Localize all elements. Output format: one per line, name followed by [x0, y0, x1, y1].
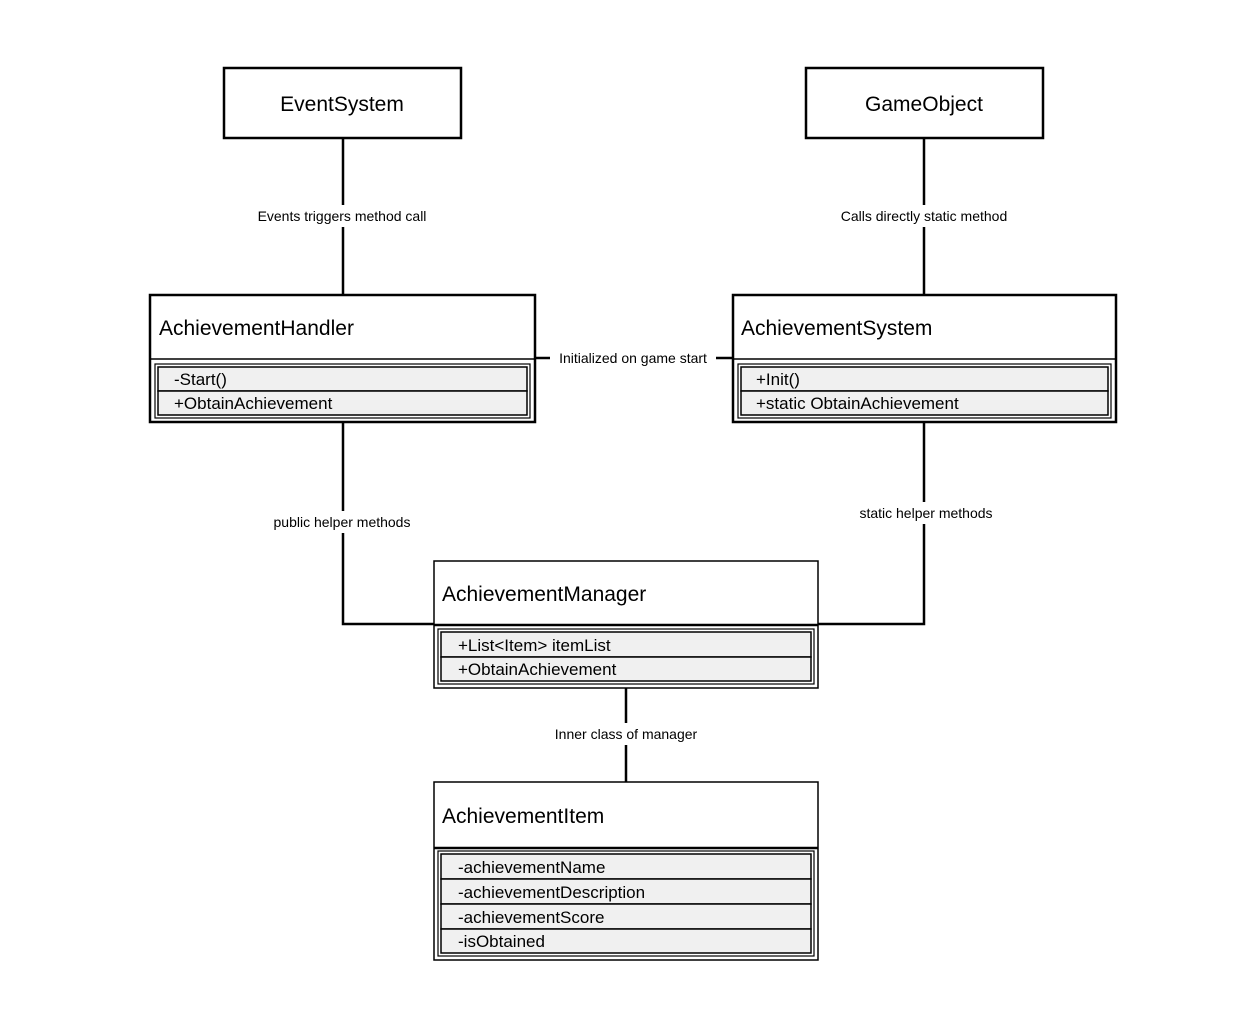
member-text: -Start()	[174, 370, 227, 389]
member-row	[440, 903, 812, 930]
member-text: -achievementName	[458, 858, 605, 877]
class-title: AchievementManager	[442, 583, 646, 606]
member-row	[740, 390, 1109, 416]
edge-system-to-manager	[818, 421, 926, 626]
edge-label-handler-to-manager: public helper methods	[274, 514, 411, 530]
edge-label-handler-to-system: Initialized on game start	[559, 350, 707, 366]
edge-handler-to-manager	[341, 421, 434, 626]
member-text: +Init()	[756, 370, 800, 389]
member-text: +static ObtainAchievement	[756, 394, 959, 413]
member-row	[440, 878, 812, 905]
member-row	[157, 366, 528, 392]
node-title: GameObject	[865, 93, 983, 116]
member-row	[440, 656, 812, 682]
edge-label-event-to-handler: Events triggers method call	[258, 208, 427, 224]
member-text: -isObtained	[458, 932, 545, 951]
member-row	[440, 853, 812, 880]
member-row	[440, 928, 812, 954]
node-game-object: GameObject	[804, 66, 1045, 140]
member-text: -achievementDescription	[458, 883, 645, 902]
member-text: +ObtainAchievement	[174, 394, 333, 413]
class-achievement-item: AchievementItem -achievementName -achiev…	[433, 781, 819, 961]
class-achievement-manager: AchievementManager +List<Item> itemList …	[433, 560, 819, 689]
edge-label-manager-to-item: Inner class of manager	[555, 726, 698, 742]
member-row	[440, 631, 812, 658]
class-title: AchievementItem	[442, 805, 604, 828]
class-achievement-system: AchievementSystem +Init() +static Obtain…	[731, 293, 1118, 424]
edge-labels: Events triggers method call Calls direct…	[246, 205, 1020, 745]
edge-label-system-to-manager: static helper methods	[859, 505, 992, 521]
class-achievement-handler: AchievementHandler -Start() +ObtainAchie…	[148, 293, 537, 424]
member-text: +List<Item> itemList	[458, 636, 611, 655]
node-title: EventSystem	[280, 93, 404, 116]
edge-label-gameobject-to-system: Calls directly static method	[841, 208, 1008, 224]
member-row	[157, 390, 528, 416]
member-text: +ObtainAchievement	[458, 660, 617, 679]
node-event-system: EventSystem	[222, 66, 463, 140]
class-title: AchievementSystem	[741, 317, 932, 340]
member-row	[740, 366, 1109, 392]
class-title: AchievementHandler	[159, 317, 354, 340]
member-text: -achievementScore	[458, 908, 604, 927]
